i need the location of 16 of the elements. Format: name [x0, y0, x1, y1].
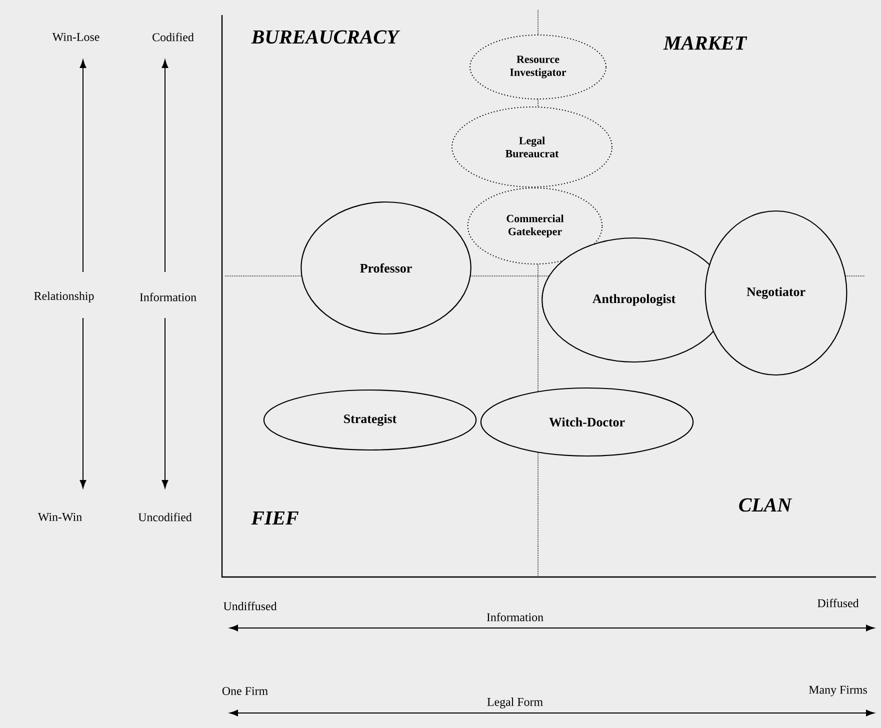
axis-title: Information: [486, 612, 544, 622]
axis-end-label: Undiffused: [223, 602, 277, 610]
axis-title: Legal Form: [487, 698, 543, 708]
axis-title: Information: [140, 292, 196, 302]
axis-title: Relationship: [34, 292, 94, 302]
axis-end-label: One Firm: [222, 686, 268, 695]
quadrant-label: MARKET: [663, 36, 748, 50]
quadrant-label: FIEF: [251, 511, 298, 525]
axis-end-label: Codified: [152, 32, 194, 42]
axis-end-label: Diffused: [818, 598, 859, 608]
quadrant-label: CLAN: [739, 498, 792, 512]
axis-end-label: Win-Win: [38, 512, 82, 522]
axis-end-label: Win-Lose: [52, 32, 100, 42]
quadrant-label: BUREAUCRACY: [251, 30, 400, 44]
axis-end-label: Many Firms: [808, 686, 867, 696]
axis-end-label: Uncodified: [138, 512, 192, 522]
